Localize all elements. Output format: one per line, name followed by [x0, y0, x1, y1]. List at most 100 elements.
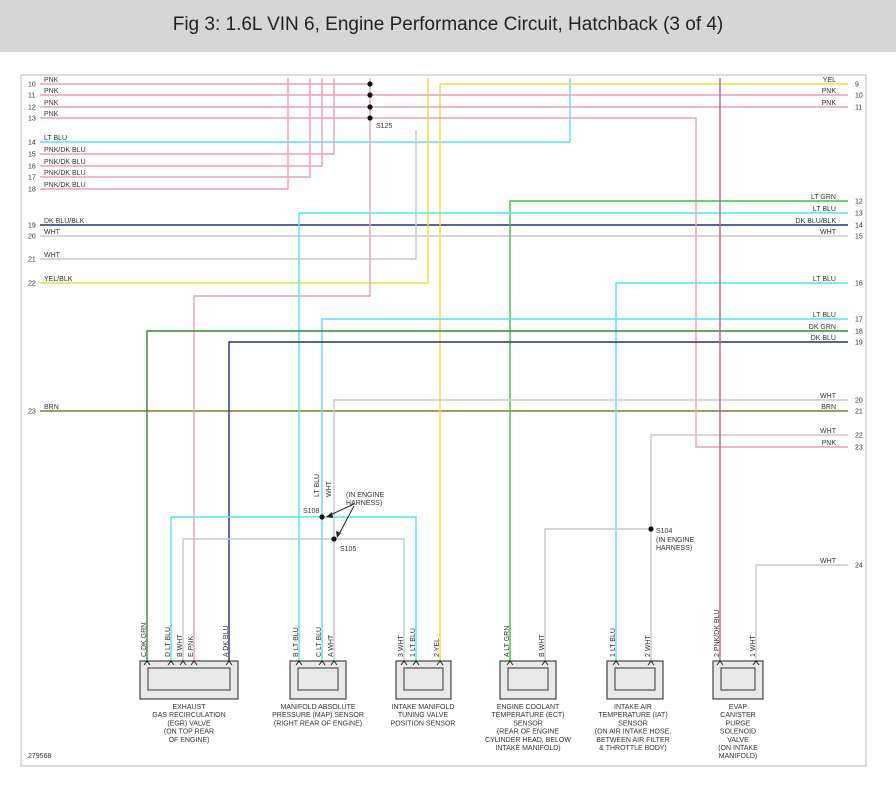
left-wire-label: WHT: [44, 229, 61, 236]
map-sensor-caption: MANIFOLD ABSOLUTE: [280, 704, 355, 711]
iat-sensor-caption: & THROTTLE BODY): [599, 745, 667, 752]
right-pin-number: 22: [855, 433, 863, 440]
engine-harness-label: (IN ENGINE: [346, 492, 384, 499]
iat-sensor-caption: INTAKE AIR: [614, 704, 652, 711]
mid-wire-label: LT BLU: [314, 474, 321, 497]
right-pin-number: 13: [855, 211, 863, 218]
iat-sensor-caption: (ON AIR INTAKE HOSE,: [595, 729, 672, 736]
left-wire-label: PNK/DK BLU: [44, 182, 86, 189]
left-pin-number: 12: [28, 105, 36, 112]
evap-purge-valve-pin-label: 2 PNK/DK BLU: [714, 610, 721, 657]
right-wire-label: DK BLU: [811, 335, 836, 342]
right-pin-number: 16: [855, 281, 863, 288]
right-pin-number: 18: [855, 329, 863, 336]
right-pin-number: 10: [855, 93, 863, 100]
map-sensor-caption: (RIGHT REAR OF ENGINE): [274, 720, 362, 727]
left-wire-label: PNK/DK BLU: [44, 159, 86, 166]
map-sensor-body: [289, 660, 347, 700]
left-pin-number: 13: [28, 116, 36, 123]
ect-sensor-caption: (REAR OF ENGINE: [497, 729, 560, 736]
left-wire-label: PNK: [44, 88, 59, 95]
right-wire-label: DK BLU/BLK: [796, 218, 837, 225]
left-wire-label: PNK: [44, 77, 59, 84]
map-sensor-pin-label: A WHT: [328, 634, 335, 657]
right-wire-label: LT BLU: [813, 206, 836, 213]
right-wire-label: WHT: [820, 428, 837, 435]
splice-layer: [319, 81, 654, 542]
s108-dot: [319, 514, 325, 520]
evap-purge-valve-pin-arrow: [752, 660, 760, 666]
right-wire-label: PNK: [822, 88, 837, 95]
evap-purge-valve-caption: (ON INTAKE: [718, 745, 758, 752]
iat-sensor-caption: SENSOR: [618, 720, 648, 727]
mid-wire-label: WHT: [326, 480, 333, 497]
evap-purge-valve-caption: VALVE: [727, 737, 749, 744]
s105-label: S105: [340, 546, 356, 553]
wire-wht-s104-branch: [544, 528, 652, 661]
map-sensor-pin-arrow: [295, 660, 303, 666]
left-pin-number: 23: [28, 409, 36, 416]
egr-valve-caption: (ON TOP REAR: [164, 729, 214, 736]
right-wire-label: WHT: [820, 229, 837, 236]
wire-lt-blu-s108-branch: [170, 516, 417, 661]
ect-sensor-caption: TEMPERATURE (ECT): [492, 712, 565, 719]
tuning-valve-sensor-body: [395, 660, 452, 700]
egr-valve-pin-arrow: [225, 660, 233, 666]
wire-lt-blu-17: [321, 318, 848, 517]
map-sensor-pin-label: B LT BLU: [293, 627, 300, 657]
egr-valve-caption: OF ENGINE): [169, 737, 210, 744]
egr-valve-body: [139, 660, 239, 700]
left-pin-number: 16: [28, 164, 36, 171]
egr-valve-pin-label: E PNK: [188, 636, 195, 657]
wire-pnk-dk-blu-16: [40, 78, 323, 167]
map-sensor-caption: PRESSURE (MAP) SENSOR: [272, 712, 364, 719]
left-pin-number: 17: [28, 175, 36, 182]
diagram-frame: [20, 74, 867, 767]
page-title: Fig 3: 1.6L VIN 6, Engine Performance Ci…: [172, 14, 724, 35]
left-wire-label: LT BLU: [44, 135, 67, 142]
evap-purge-valve-caption: EVAP: [729, 704, 747, 711]
map-sensor-pin-arrow: [318, 660, 326, 666]
ect-sensor-caption: CYLINDER HEAD, BELOW: [485, 737, 571, 744]
s108-pointer: [327, 503, 355, 517]
evap-purge-valve-caption: MANIFOLD): [719, 753, 758, 760]
left-wire-label: WHT: [44, 252, 61, 259]
wire-lt-blu-14: [40, 78, 571, 143]
egr-valve-pin-arrow: [179, 660, 187, 666]
iat-sensor-caption: TEMPERATURE (IAT): [598, 712, 667, 719]
wire-lt-blu-13: [298, 212, 848, 661]
tuning-valve-sensor-caption: INTAKE MANIFOLD: [392, 704, 455, 711]
left-pin-number: 21: [28, 257, 36, 264]
egr-valve-pin-arrow: [167, 660, 175, 666]
s105-arrow: [336, 531, 341, 538]
left-pin-number: 19: [28, 223, 36, 230]
wire-pnk-dk-blu-17: [40, 78, 311, 178]
evap-purge-valve-caption: PURGE: [726, 720, 751, 727]
engine-harness-label: (IN ENGINE: [656, 537, 694, 544]
tuning-valve-sensor-pin-label: 1 LT BLU: [410, 628, 417, 657]
wire-wht-22-right: [650, 434, 848, 529]
s125-label: S125: [376, 123, 392, 130]
egr-valve-pin-label: D LT BLU: [165, 627, 172, 657]
left-wire-label: PNK: [44, 111, 59, 118]
s108-label: S108: [303, 508, 319, 515]
wire-wht-20-right: [333, 399, 848, 539]
wire-pnk-egr: [193, 78, 371, 661]
iat-sensor-body: [606, 660, 664, 700]
right-pin-number: 14: [855, 223, 863, 230]
tuning-valve-sensor-caption: TUNING VALVE: [398, 712, 449, 719]
left-pin-number: 15: [28, 152, 36, 159]
egr-valve-caption: (EGR) VALVE: [167, 720, 211, 727]
tuning-valve-sensor-caption: POSITION SENSOR: [391, 720, 456, 727]
ect-sensor-pin-arrow: [541, 660, 549, 666]
wire-dk-grn-18: [146, 330, 848, 661]
wire-pnk-dk-blu-15: [40, 78, 335, 155]
right-pin-number: 12: [855, 199, 863, 206]
s108-arrow: [326, 512, 333, 518]
left-wire-label: YEL/BLK: [44, 276, 73, 283]
egr-valve-pin-arrow: [143, 660, 151, 666]
egr-valve-caption: EXHAUST: [172, 704, 206, 711]
left-pin-number: 11: [28, 93, 35, 100]
right-wire-label: YEL: [823, 77, 836, 84]
right-wire-label: WHT: [820, 393, 837, 400]
